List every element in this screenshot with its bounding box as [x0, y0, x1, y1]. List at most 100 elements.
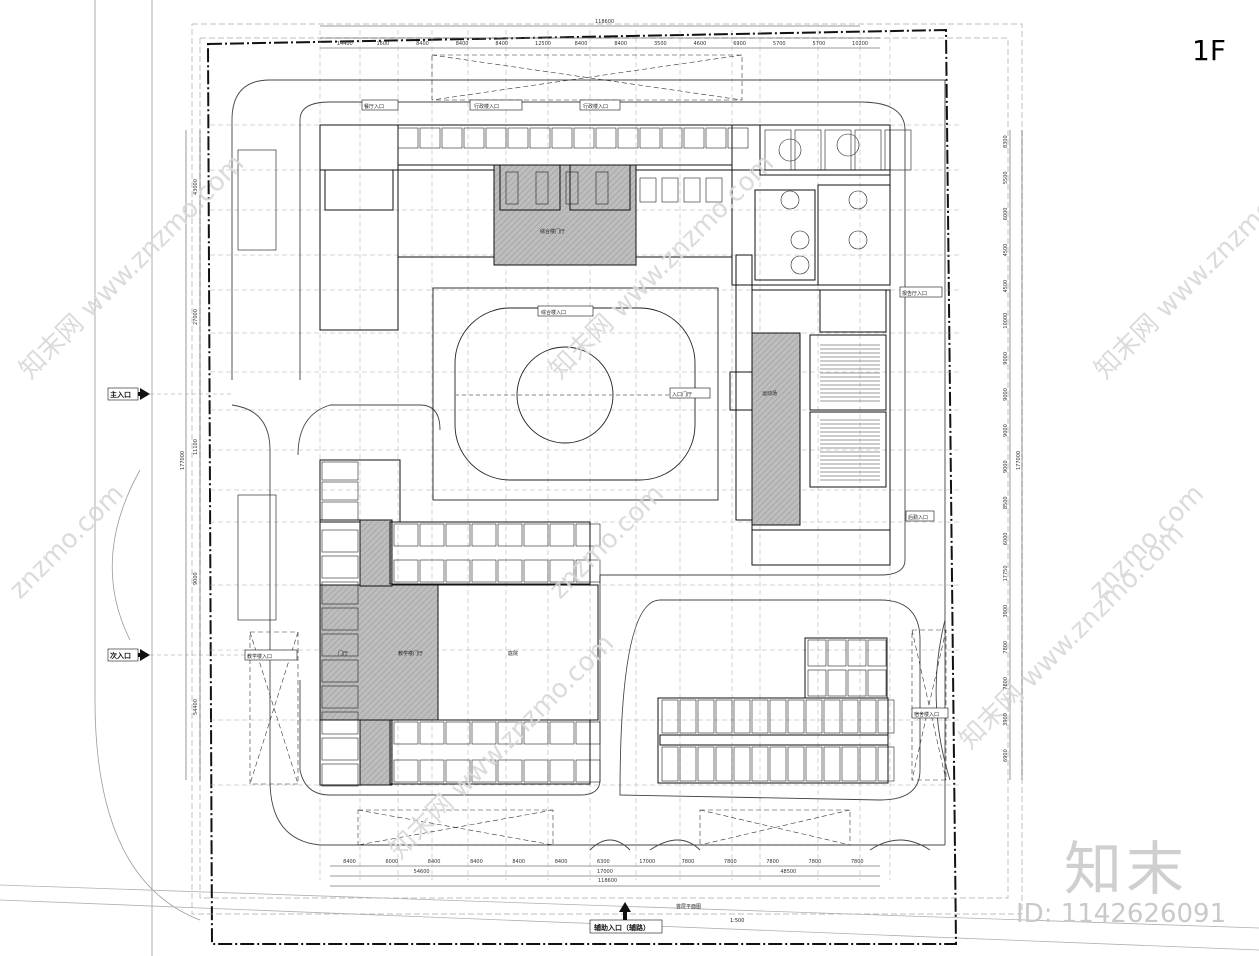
secondary-entrance-label: 次入口	[110, 651, 131, 660]
round-table	[790, 230, 810, 250]
dorm-room	[769, 746, 787, 782]
room	[573, 127, 595, 149]
bottom-dim: 8400	[470, 859, 483, 865]
top-dim: 14400	[337, 41, 353, 47]
bottom-dim: 6000	[385, 859, 398, 865]
classroom	[549, 523, 575, 547]
office	[321, 737, 359, 761]
dorm-room	[847, 669, 867, 697]
dorm-room	[751, 699, 769, 734]
east-building	[729, 254, 891, 566]
room	[441, 127, 463, 149]
top-dim: 10200	[852, 41, 868, 47]
dorm-room	[807, 669, 827, 697]
dorm-room	[827, 669, 847, 697]
main-entrance-label: 主入口	[110, 390, 131, 399]
right-dim: 6000	[1003, 208, 1009, 221]
room	[595, 127, 617, 149]
west-strips	[237, 149, 277, 621]
stair	[505, 171, 519, 205]
floor-label: 1F	[1192, 34, 1226, 67]
right-dim: 7800	[1003, 641, 1009, 654]
classroom	[393, 523, 419, 547]
bottom-dim: 7800	[766, 859, 779, 865]
office	[321, 763, 359, 787]
room	[683, 127, 705, 149]
classroom	[575, 721, 601, 745]
left-total-dim: 177000	[180, 451, 186, 470]
room	[794, 129, 822, 171]
dorm-room	[841, 699, 859, 734]
top-dim: 8400	[416, 41, 429, 47]
dorm-room	[697, 746, 715, 782]
stair	[535, 171, 549, 205]
west-building	[319, 459, 599, 786]
top-dim: 8400	[456, 41, 469, 47]
courtyard-label: 庭院	[508, 650, 518, 657]
dorm-room	[841, 746, 859, 782]
bottom-dim: 7800	[724, 859, 737, 865]
room	[551, 127, 573, 149]
plan-title: 首层平面图	[676, 903, 701, 910]
svg-text:znzmo.com: znzmo.com	[4, 479, 130, 605]
office	[321, 607, 359, 631]
dorm-room	[827, 639, 847, 667]
round-table	[780, 190, 800, 210]
dorm-room	[807, 639, 827, 667]
svg-text:知末网 www.znzmo.com: 知末网 www.znzmo.com	[1089, 149, 1259, 385]
dorm-room	[877, 746, 895, 782]
svg-text:znzmo.com: znzmo.com	[544, 479, 670, 605]
dorm-room	[715, 699, 733, 734]
classroom	[497, 721, 523, 745]
dorm-room	[715, 746, 733, 782]
grid-guides	[210, 30, 960, 880]
plan-labels: 主入口 次入口 辅助入口（辅路） 餐厅入口 行政楼入口 行政楼入口 综合楼门厅 …	[110, 103, 939, 932]
right-dim: 4500	[1003, 244, 1009, 257]
bottom-dim: 8400	[343, 859, 356, 865]
classroom	[549, 559, 575, 583]
watermark-id: ID: 1142626091	[1016, 899, 1227, 929]
right-dim: 9000	[1003, 460, 1009, 473]
right-dim: 5500	[1003, 171, 1009, 184]
top-dim: 1600	[376, 41, 389, 47]
bottom-dim: 7800	[851, 859, 864, 865]
office	[321, 501, 359, 521]
top-dim: 5700	[773, 41, 786, 47]
west-hall-label: 门厅	[338, 650, 348, 657]
table-set	[705, 177, 723, 203]
room	[419, 127, 441, 149]
east-entry-label: 入口门厅	[672, 391, 692, 398]
room	[397, 127, 419, 149]
right-dim: 8500	[1003, 496, 1009, 509]
dorm-room	[769, 699, 787, 734]
admin-entry-label-1: 行政楼入口	[474, 103, 499, 110]
classroom	[419, 759, 445, 783]
room	[727, 127, 749, 149]
top-dim: 4600	[694, 41, 707, 47]
dorm-room	[751, 746, 769, 782]
dorm-room	[859, 746, 877, 782]
room	[884, 129, 912, 171]
classroom	[445, 523, 471, 547]
office	[321, 461, 359, 481]
bottom-dim: 6300	[597, 859, 610, 865]
top-dim: 8400	[575, 41, 588, 47]
north-building-rooms	[397, 127, 912, 275]
classroom	[445, 721, 471, 745]
top-dim: 5700	[813, 41, 826, 47]
courtyard-entry-label: 综合楼入口	[541, 309, 566, 316]
classroom	[549, 721, 575, 745]
side-entry-label-1: 报告厅入口	[902, 290, 927, 297]
dorm-room	[859, 699, 877, 734]
dorm-room	[867, 669, 887, 697]
classroom	[549, 759, 575, 783]
room	[507, 127, 529, 149]
right-total-dim: 177000	[1016, 451, 1022, 470]
classroom	[393, 721, 419, 745]
classroom	[471, 559, 497, 583]
classroom	[419, 559, 445, 583]
bottom-entrance-label: 辅助入口（辅路）	[594, 923, 650, 932]
right-dim: 9000	[1003, 352, 1009, 365]
room	[617, 127, 639, 149]
